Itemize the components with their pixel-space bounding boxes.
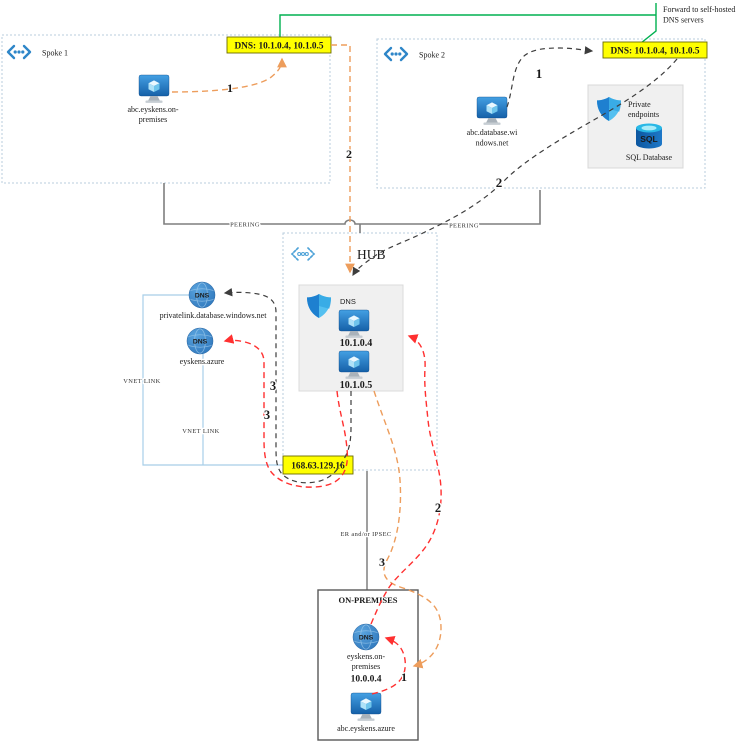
sql-database-icon: SQL <box>636 123 662 149</box>
spoke1-vm-label-1: abc.eyskens.on- <box>127 105 178 114</box>
callout-leader-line <box>279 3 657 44</box>
sql-database-label: SQL Database <box>626 153 673 162</box>
vnet-link-label-1: VNET LINK <box>123 378 160 385</box>
private-endpoints-label-2: endpoints <box>628 110 659 119</box>
spoke2-vm-label-2: ndows.net <box>476 139 509 148</box>
onprem-vm-label: abc.eyskens.azure <box>337 724 395 733</box>
vnet-link-label-2: VNET LINK <box>182 428 219 435</box>
hub-dns-vm2-ip: 10.1.0.5 <box>340 380 373 391</box>
dns-zone-icon-text: DNS <box>193 339 208 346</box>
flow-red-1 <box>371 636 406 695</box>
callout-line1: Forward to self-hosted <box>663 5 735 14</box>
flow-orange-3 <box>373 390 442 669</box>
step-red-2: 2 <box>435 501 441 515</box>
flow-red-2 <box>370 334 442 625</box>
onprem-dns-label-1: eyskens.on- <box>347 652 385 661</box>
step-black-1: 1 <box>536 66 543 81</box>
peering-left-label: PEERING <box>230 222 260 229</box>
flow-orange-1 <box>171 57 287 93</box>
hub-label: HUB <box>357 247 386 262</box>
dns-setting-text: DNS: 10.1.0.4, 10.1.0.5 <box>610 47 699 57</box>
onprem-dns-label-2: premises <box>352 662 380 671</box>
dns-zone-label: eyskens.azure <box>180 357 225 366</box>
onprem-dns-icon-text: DNS <box>359 635 374 642</box>
spoke2-vm-label-1: abc.database.wi <box>467 128 518 137</box>
wireserver-box <box>282 455 354 475</box>
hub-dns-vm1-ip: 10.1.0.4 <box>340 338 373 349</box>
hub-dns-group: DNS 10.1.0.4 10.1.0.5 <box>298 284 404 392</box>
er-ipsec-label: ER and/or IPSEC <box>340 531 391 538</box>
step-black-3: 3 <box>270 379 276 393</box>
wireserver-text: 168.63.129.16 <box>291 462 345 472</box>
dns-zone-label: privatelink.database.windows.net <box>160 311 268 320</box>
onprem-group: ON-PREMISES DNS eyskens.on- premises 10.… <box>317 589 419 741</box>
onprem-dns-ip: 10.0.0.4 <box>351 675 382 685</box>
private-endpoints-box <box>587 84 684 169</box>
step-orange-2: 2 <box>346 147 352 161</box>
spoke1-label: Spoke 1 <box>42 49 68 58</box>
spoke2-label: Spoke 2 <box>419 51 445 60</box>
spoke2-dns-setting: DNS: 10.1.0.4, 10.1.0.5 <box>602 41 708 59</box>
flow-black-1 <box>506 46 594 108</box>
private-dns-zone-privatelink: DNS privatelink.database.windows.net <box>158 281 269 321</box>
private-dns-zone-eyskens-azure: DNS eyskens.azure <box>178 327 226 367</box>
dns-setting-box <box>602 41 708 59</box>
sql-icon-text: SQL <box>640 134 657 144</box>
step-black-2: 2 <box>496 175 503 190</box>
vnet-link-connector <box>142 294 283 466</box>
dns-setting-text: DNS: 10.1.0.4, 10.1.0.5 <box>234 42 323 52</box>
private-endpoints-label-1: Private <box>628 100 651 109</box>
step-orange-3: 3 <box>379 555 385 569</box>
dns-zone-icon-text: DNS <box>195 293 210 300</box>
step-red-3: 3 <box>264 408 270 422</box>
wireserver-box-group: 168.63.129.16 <box>282 455 354 475</box>
step-orange-1: 1 <box>227 81 233 95</box>
spoke1-dns-setting: DNS: 10.1.0.4, 10.1.0.5 <box>226 36 332 54</box>
flow-black-2 <box>352 58 678 277</box>
peering-right-label: PEERING <box>449 223 479 230</box>
private-endpoints-group: Private endpoints SQL SQL Database <box>587 84 684 169</box>
callout-line2: DNS servers <box>663 16 704 25</box>
onprem-title: ON-PREMISES <box>338 595 397 605</box>
hub-dns-title: DNS <box>340 297 356 306</box>
step-red-1: 1 <box>401 670 407 684</box>
spoke1-vm-label-2: premises <box>139 115 167 124</box>
flow-orange-2 <box>331 44 355 274</box>
flow-black-3 <box>223 288 352 484</box>
spoke1-box <box>1 34 331 184</box>
flow-red-3 <box>223 334 349 488</box>
